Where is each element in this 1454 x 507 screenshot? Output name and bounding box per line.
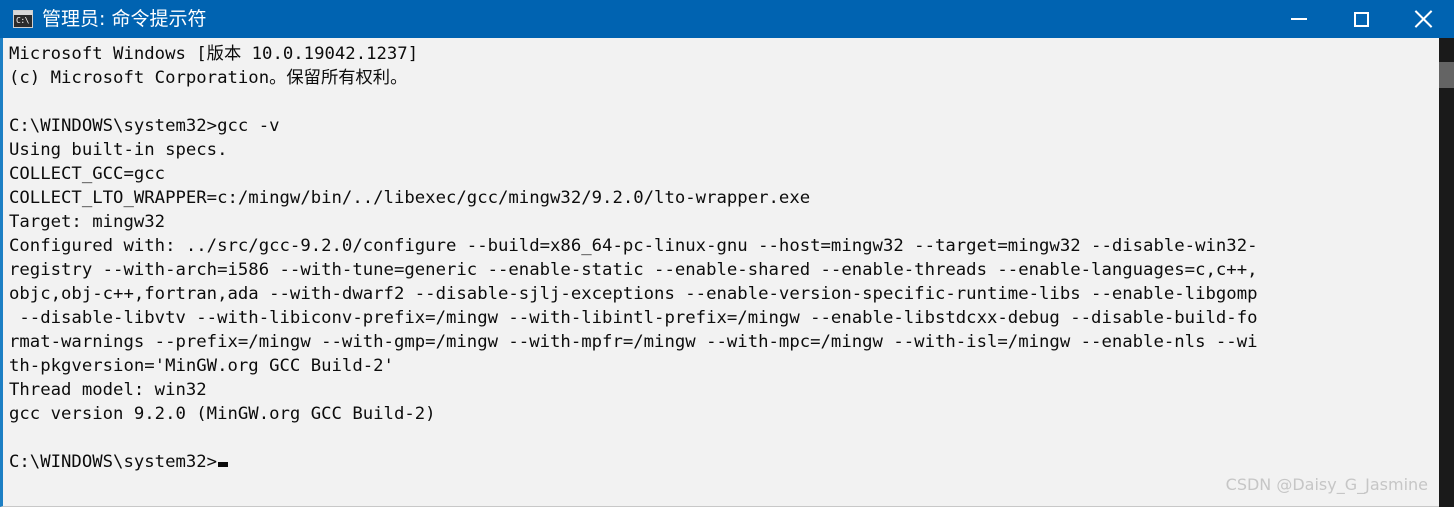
title-bar[interactable]: C:\ 管理员: 命令提示符 <box>0 0 1454 38</box>
maximize-icon <box>1353 11 1369 27</box>
minimize-icon <box>1291 18 1307 20</box>
close-icon <box>1413 9 1433 29</box>
close-button[interactable] <box>1392 0 1454 38</box>
console-text: Microsoft Windows [版本 10.0.19042.1237] (… <box>9 42 1258 474</box>
maximize-button[interactable] <box>1330 0 1392 38</box>
watermark: CSDN @Daisy_G_Jasmine <box>1225 475 1428 494</box>
cmd-icon-prompt-glyph: C:\ <box>16 16 29 25</box>
console-output-area[interactable]: Microsoft Windows [版本 10.0.19042.1237] (… <box>0 38 1454 507</box>
console-lines: Microsoft Windows [版本 10.0.19042.1237] (… <box>9 44 1258 472</box>
text-cursor <box>218 462 229 467</box>
minimize-button[interactable] <box>1268 0 1330 38</box>
cmd-icon-titlebar-stripe <box>14 11 32 15</box>
cmd-icon: C:\ <box>13 10 33 28</box>
window-controls <box>1268 0 1454 38</box>
title-bar-left: C:\ 管理员: 命令提示符 <box>0 8 1268 30</box>
vertical-scrollbar[interactable] <box>1439 38 1454 507</box>
scrollbar-thumb[interactable] <box>1439 62 1454 88</box>
window-title: 管理员: 命令提示符 <box>42 8 207 30</box>
